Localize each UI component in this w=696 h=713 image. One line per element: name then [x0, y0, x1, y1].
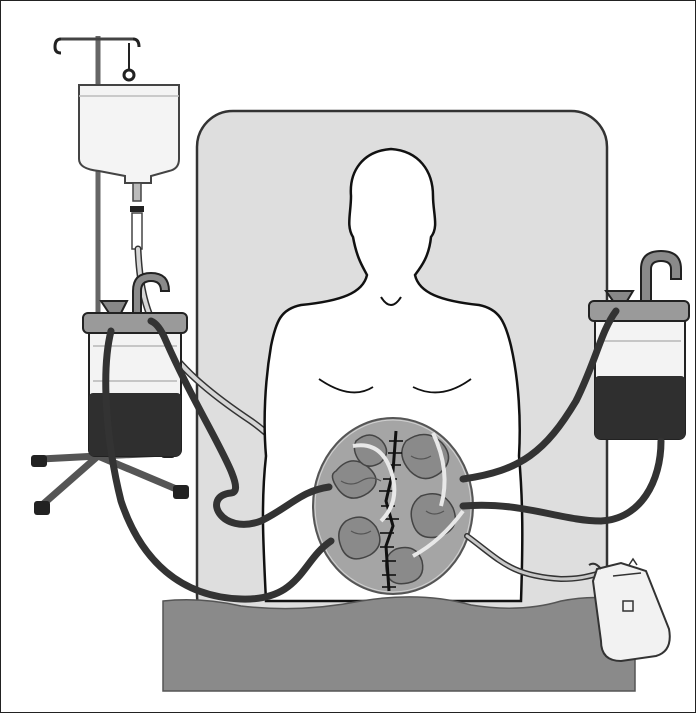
bed-sheet	[163, 597, 635, 691]
open-abdomen-viscera	[313, 418, 473, 594]
drainage-bag-icon	[589, 559, 670, 661]
iv-bag-icon	[79, 85, 179, 249]
